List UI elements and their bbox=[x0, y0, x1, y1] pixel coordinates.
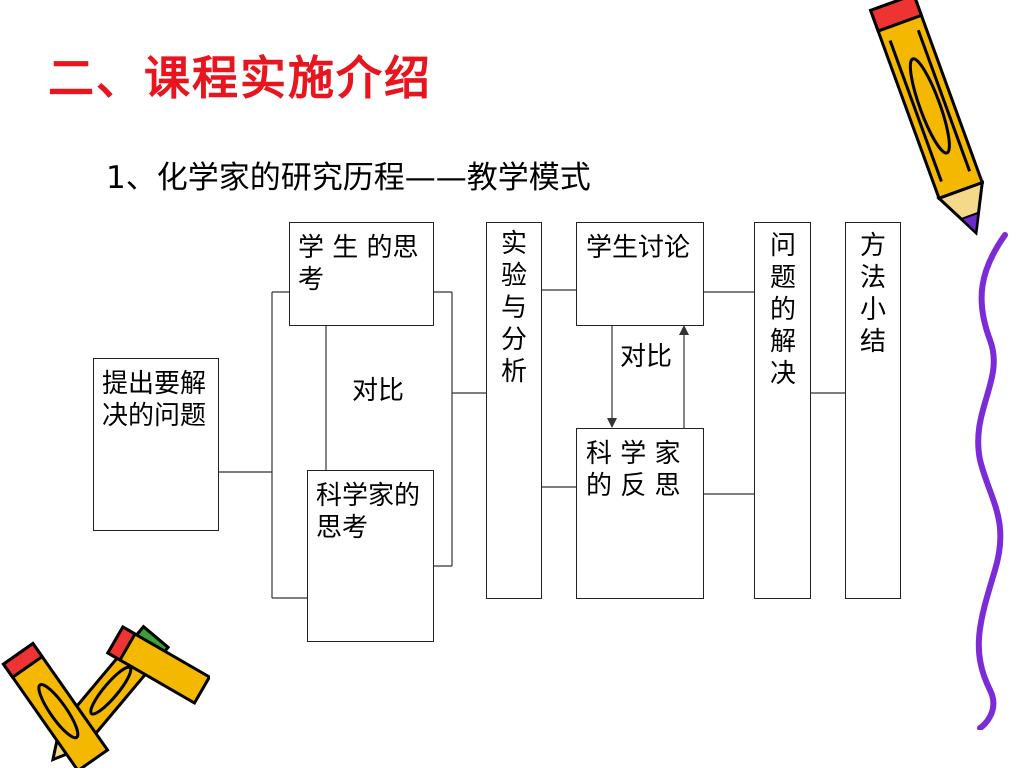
scientist-reflection-box bbox=[576, 428, 704, 599]
scientist-thinking-box bbox=[307, 470, 434, 642]
scientist-thinking-text: 科学家的思考 bbox=[316, 481, 421, 543]
summary-text: 方法小结 bbox=[859, 231, 886, 357]
problem-text: 提出要解决的问题 bbox=[102, 369, 207, 431]
compare-label-left: 对比 bbox=[352, 376, 405, 406]
pencil-icon-bottom-left bbox=[1, 624, 210, 768]
experiment-text: 实验与分析 bbox=[500, 229, 527, 387]
student-discussion-text: 学生讨论 bbox=[586, 233, 691, 263]
summary-box bbox=[845, 222, 901, 599]
student-thinking-box bbox=[289, 222, 434, 326]
pencil-icon-top-right bbox=[868, 0, 985, 236]
wavy-line-icon bbox=[975, 232, 1008, 730]
solution-text: 问题的解决 bbox=[769, 231, 796, 389]
solution-box bbox=[754, 222, 811, 599]
slide-title: 二、课程实施介绍 bbox=[48, 51, 432, 105]
scientist-reflection-text: 科 学 家 的 反 思 bbox=[586, 439, 681, 501]
compare-label-right: 对比 bbox=[620, 342, 673, 372]
problem-box bbox=[93, 358, 219, 531]
slide-subtitle: 1、化学家的研究历程——教学模式 bbox=[106, 160, 591, 196]
student-discussion-box bbox=[576, 222, 704, 326]
experiment-box bbox=[486, 222, 542, 599]
student-thinking-text: 学 生 的思考 bbox=[298, 233, 419, 295]
